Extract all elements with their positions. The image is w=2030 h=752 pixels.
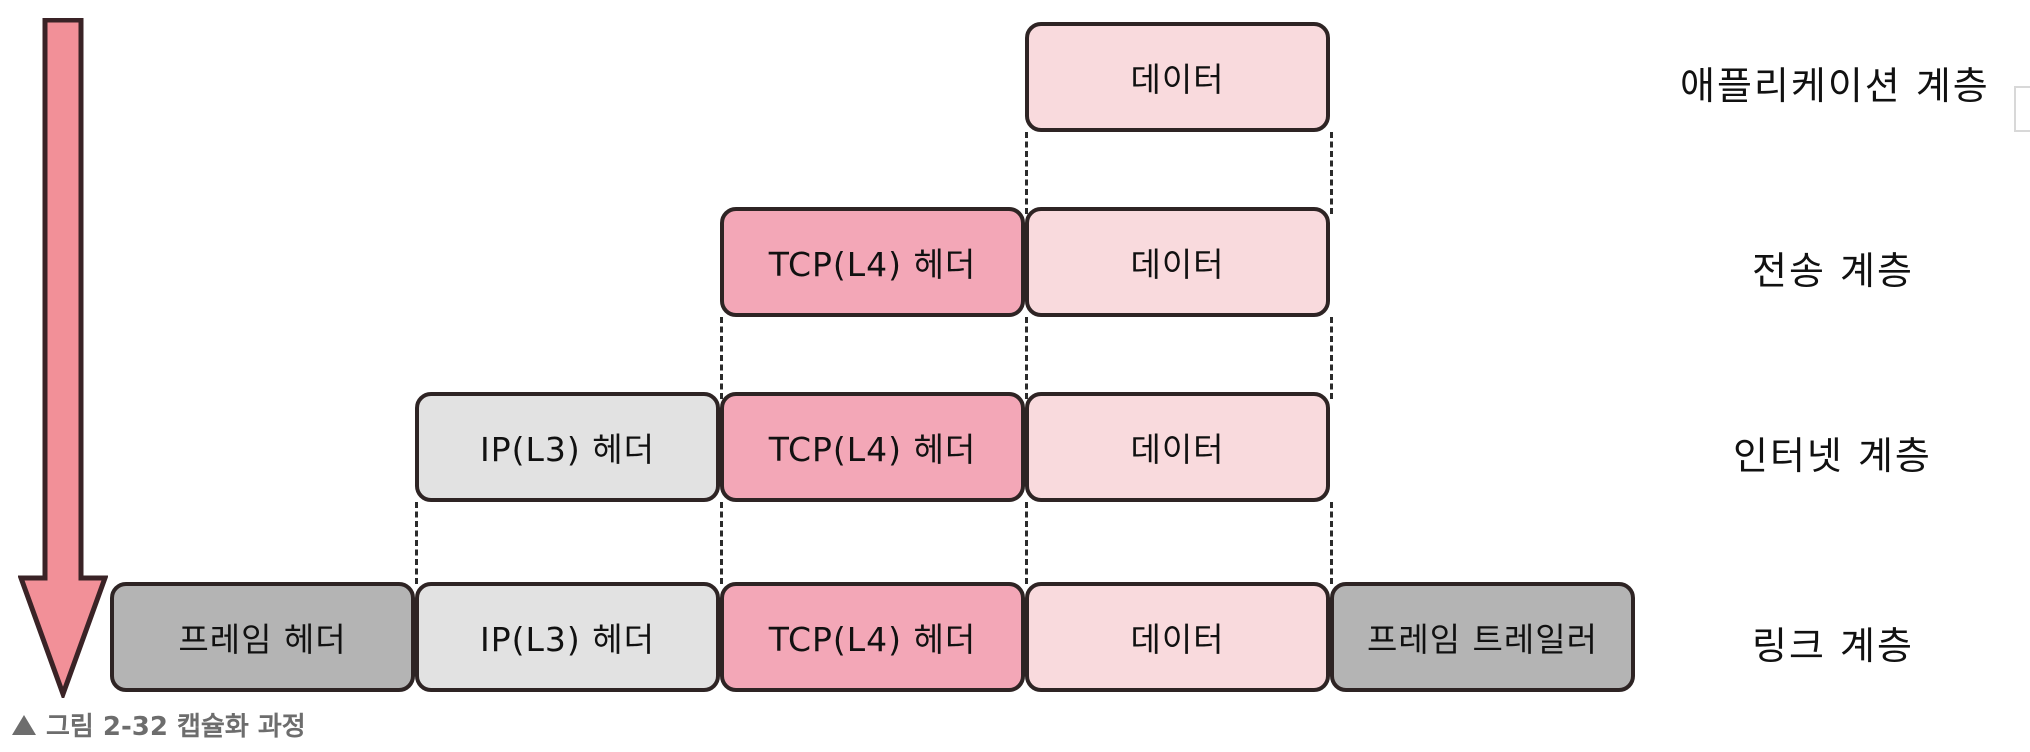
encapsulation-direction-arrow	[18, 18, 108, 698]
connector-dash-ip-left-r3	[415, 502, 418, 584]
box-label: TCP(L4) 헤더	[768, 620, 977, 659]
layer-label-link: 링크 계층	[1752, 624, 1914, 668]
box-frame-header-link: 프레임 헤더	[110, 582, 415, 692]
box-data-application: 데이터	[1025, 22, 1330, 132]
triangle-up-icon	[12, 714, 36, 735]
connector-dash-tcp-left-r2	[720, 317, 723, 399]
connector-dash-data-right-r2	[1330, 317, 1333, 399]
connector-dash-data-right-r3	[1330, 502, 1333, 584]
box-label: TCP(L4) 헤더	[768, 430, 977, 469]
box-label: IP(L3) 헤더	[480, 430, 655, 469]
layer-label-transport: 전송 계층	[1752, 249, 1914, 293]
figure-caption-text: 그림 2-32 캡슐화 과정	[46, 712, 306, 742]
box-label: 데이터	[1130, 245, 1225, 284]
connector-dash-data-left-r2	[1025, 317, 1028, 399]
layer-label-application: 애플리케이션 계층	[1680, 64, 1990, 108]
figure-caption: 그림 2-32 캡슐화 과정	[12, 706, 306, 743]
connector-dash-tcp-left-r3	[720, 502, 723, 584]
box-data-internet: 데이터	[1025, 392, 1330, 502]
box-label: 데이터	[1130, 60, 1225, 99]
box-ip-header-internet: IP(L3) 헤더	[415, 392, 720, 502]
layer-label-internet: 인터넷 계층	[1733, 434, 1932, 478]
connector-dash-data-left-r1	[1025, 132, 1028, 214]
box-data-link: 데이터	[1025, 582, 1330, 692]
box-tcp-header-transport: TCP(L4) 헤더	[720, 207, 1025, 317]
box-tcp-header-link: TCP(L4) 헤더	[720, 582, 1025, 692]
connector-dash-data-left-r3	[1025, 502, 1028, 584]
box-label: TCP(L4) 헤더	[768, 245, 977, 284]
box-label: 프레임 헤더	[178, 620, 347, 659]
connector-dash-data-right-r1	[1330, 132, 1333, 214]
box-label: 데이터	[1130, 620, 1225, 659]
box-frame-trailer-link: 프레임 트레일러	[1330, 582, 1635, 692]
page-edge-artifact	[2014, 86, 2030, 132]
box-tcp-header-internet: TCP(L4) 헤더	[720, 392, 1025, 502]
box-ip-header-link: IP(L3) 헤더	[415, 582, 720, 692]
box-data-transport: 데이터	[1025, 207, 1330, 317]
box-label: 데이터	[1130, 430, 1225, 469]
box-label: 프레임 트레일러	[1366, 620, 1598, 659]
box-label: IP(L3) 헤더	[480, 620, 655, 659]
